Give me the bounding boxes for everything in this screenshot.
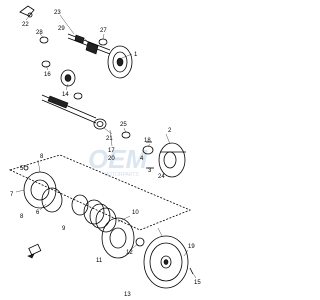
callout-label: 27 bbox=[100, 28, 107, 34]
callout-label: 22 bbox=[22, 22, 29, 28]
callout-label: 5 bbox=[20, 166, 24, 172]
callout-label: 10 bbox=[132, 210, 139, 216]
callout-label: 23 bbox=[54, 10, 61, 16]
callout-label: 14 bbox=[62, 92, 69, 98]
callout-label: 3 bbox=[148, 168, 152, 174]
callout-labels: 22 23 29 28 27 1 14 16 21 25 18 4 3 24 2… bbox=[10, 10, 201, 298]
callout-label: 12 bbox=[126, 250, 133, 256]
callout-label: 9 bbox=[62, 226, 66, 232]
watermark-logo: OEM MOTORPARTS bbox=[88, 144, 149, 178]
clutch-assembly bbox=[8, 154, 194, 289]
callout-label: 28 bbox=[36, 30, 43, 36]
callout-label: 25 bbox=[120, 122, 127, 128]
callout-label: 13 bbox=[124, 292, 131, 298]
callout-label: 2 bbox=[168, 128, 172, 134]
callout-label: 7 bbox=[10, 192, 14, 198]
callout-label: 19 bbox=[188, 244, 195, 250]
top-shaft-assembly bbox=[19, 5, 133, 100]
callout-label: 1 bbox=[134, 52, 138, 58]
svg-text:MOTORPARTS: MOTORPARTS bbox=[104, 172, 139, 178]
callout-label: 18 bbox=[144, 138, 151, 144]
callout-label: 17 bbox=[108, 148, 115, 154]
leader-lines bbox=[15, 14, 197, 279]
callout-label: 16 bbox=[44, 72, 51, 78]
callout-label: 29 bbox=[58, 26, 65, 32]
middle-shaft-assembly bbox=[41, 94, 186, 178]
callout-label: 21 bbox=[106, 136, 113, 142]
callout-label: 6 bbox=[36, 210, 40, 216]
callout-label: 8 bbox=[40, 154, 44, 160]
svg-text:OEM: OEM bbox=[88, 144, 149, 174]
parts-diagram: OEM MOTORPARTS bbox=[8, 5, 201, 298]
callout-label: 11 bbox=[96, 258, 103, 264]
callout-label: 4 bbox=[140, 156, 144, 162]
arrow-front-icon bbox=[27, 243, 42, 259]
callout-label: 20 bbox=[108, 156, 115, 162]
callout-label: 24 bbox=[158, 174, 165, 180]
callout-label: 8 bbox=[20, 214, 24, 220]
callout-label: 15 bbox=[194, 280, 201, 286]
